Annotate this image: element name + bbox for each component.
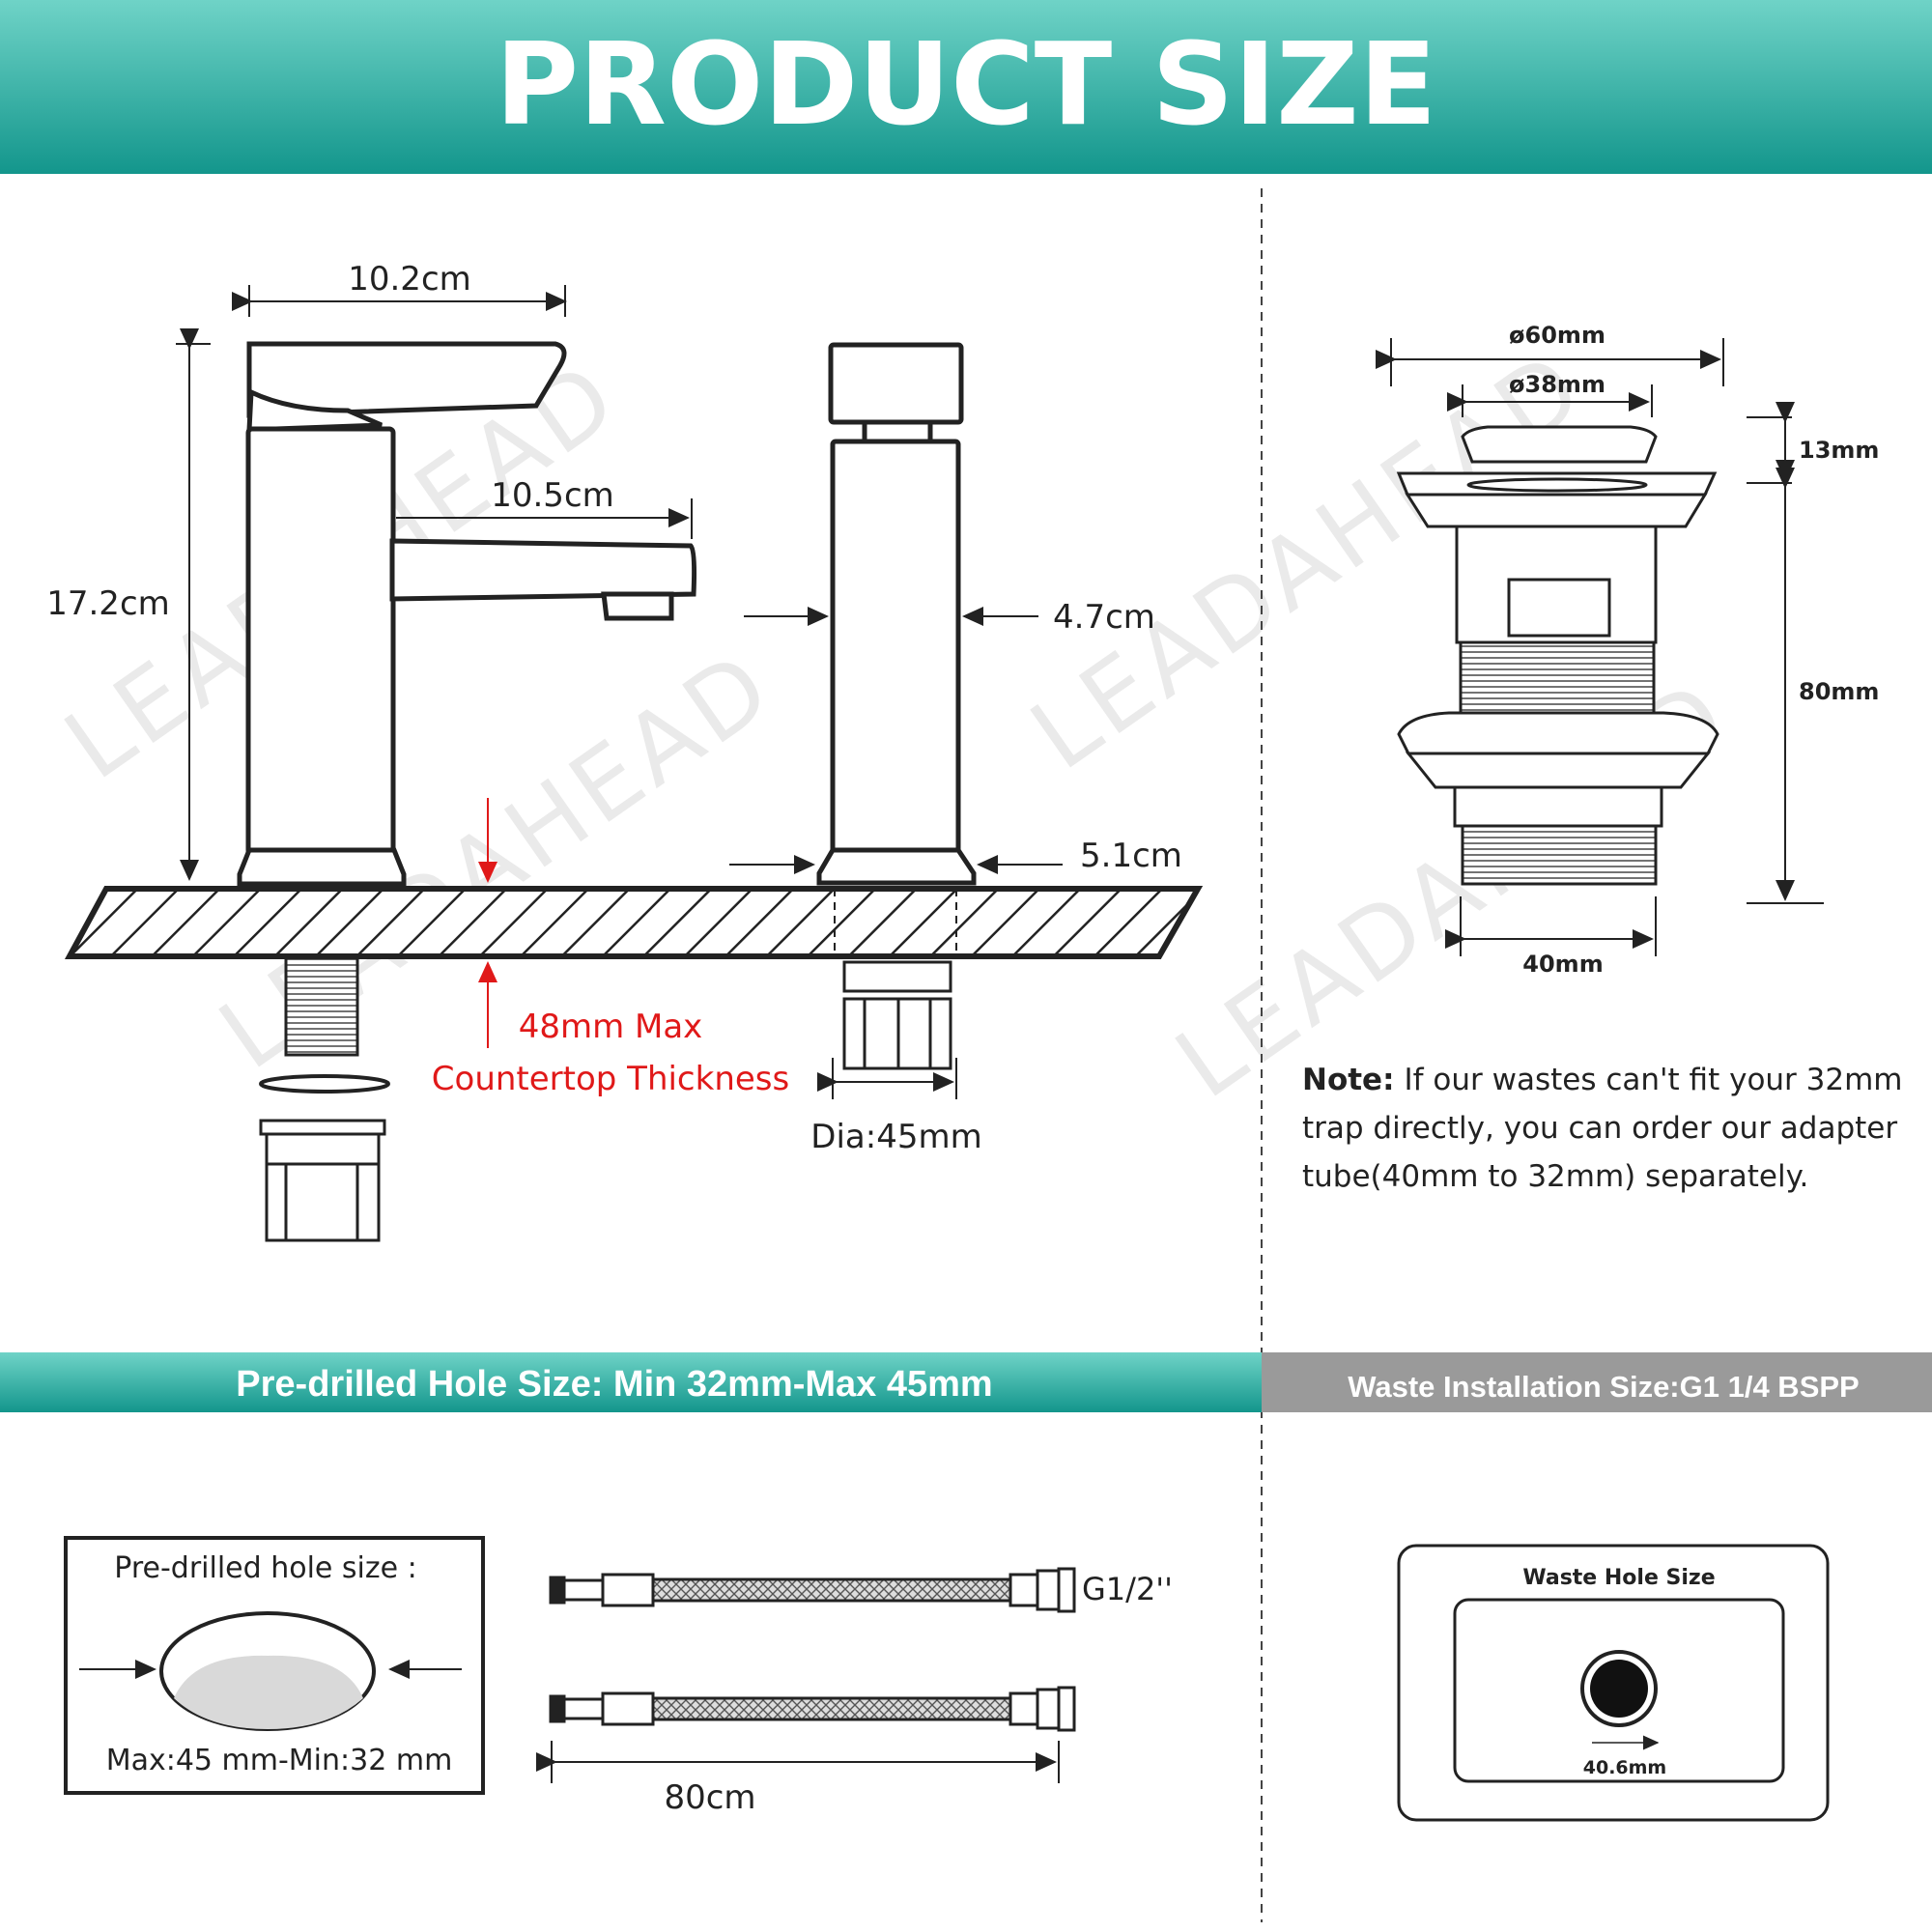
front-underside-parts — [259, 956, 390, 1242]
note-line-1: Note: If our wastes can't fit your 32mm — [1302, 1063, 1903, 1097]
note-line-3: tube(40mm to 32mm) separately. — [1302, 1159, 1808, 1194]
hole-illustration — [159, 1611, 376, 1731]
height-label: 17.2cm — [46, 584, 170, 623]
waste-drain — [1396, 425, 1719, 886]
faucet-front-view — [237, 341, 697, 887]
countertop-max-label: 48mm Max — [519, 1008, 703, 1046]
hose-length-label: 80cm — [664, 1778, 755, 1817]
note-text-1: If our wastes can't fit your 32mm — [1404, 1063, 1902, 1097]
dia-label: Dia:45mm — [810, 1118, 981, 1156]
thread-width-label: 40mm — [1522, 951, 1603, 978]
countertop — [64, 886, 1204, 959]
band-left-text: Pre-drilled Hole Size: Min 32mm-Max 45mm — [236, 1364, 992, 1405]
band-left — [0, 1352, 1262, 1412]
cap-height-label: 13mm — [1799, 437, 1879, 464]
waste-hole-dia: 40.6mm — [1583, 1757, 1666, 1778]
side-underside-parts — [834, 889, 957, 1070]
waste-hole-center — [1590, 1660, 1648, 1718]
band-right — [1262, 1352, 1932, 1412]
waste-hole-title: Waste Hole Size — [1522, 1566, 1715, 1590]
hole-size-range: Max:45 mm-Min:32 mm — [106, 1744, 453, 1777]
page-title: PRODUCT SIZE — [496, 17, 1437, 151]
band-right-text: Waste Installation Size:G1 1/4 BSPP — [1348, 1370, 1859, 1404]
outer-dia-label: ø60mm — [1509, 322, 1605, 349]
body-width-label: 4.7cm — [1053, 598, 1155, 637]
body-height-label: 80mm — [1799, 678, 1879, 705]
hole-size-title: Pre-drilled hole size : — [114, 1551, 416, 1585]
hose-thread-label: G1/2'' — [1082, 1571, 1173, 1607]
hose-lower — [549, 1686, 1076, 1732]
base-width-label: 5.1cm — [1080, 837, 1182, 875]
top-width-label: 10.2cm — [348, 260, 471, 298]
hose-upper — [549, 1567, 1076, 1613]
spout-reach-label: 10.5cm — [491, 476, 614, 515]
note-line-2: trap directly, you can order our adapter — [1302, 1111, 1897, 1146]
note-label: Note: — [1302, 1063, 1394, 1097]
faucet-side-view — [816, 342, 977, 886]
countertop-thickness-label: Countertop Thickness — [432, 1060, 789, 1098]
header-bar — [0, 0, 1932, 174]
inner-dia-label: ø38mm — [1509, 371, 1605, 398]
